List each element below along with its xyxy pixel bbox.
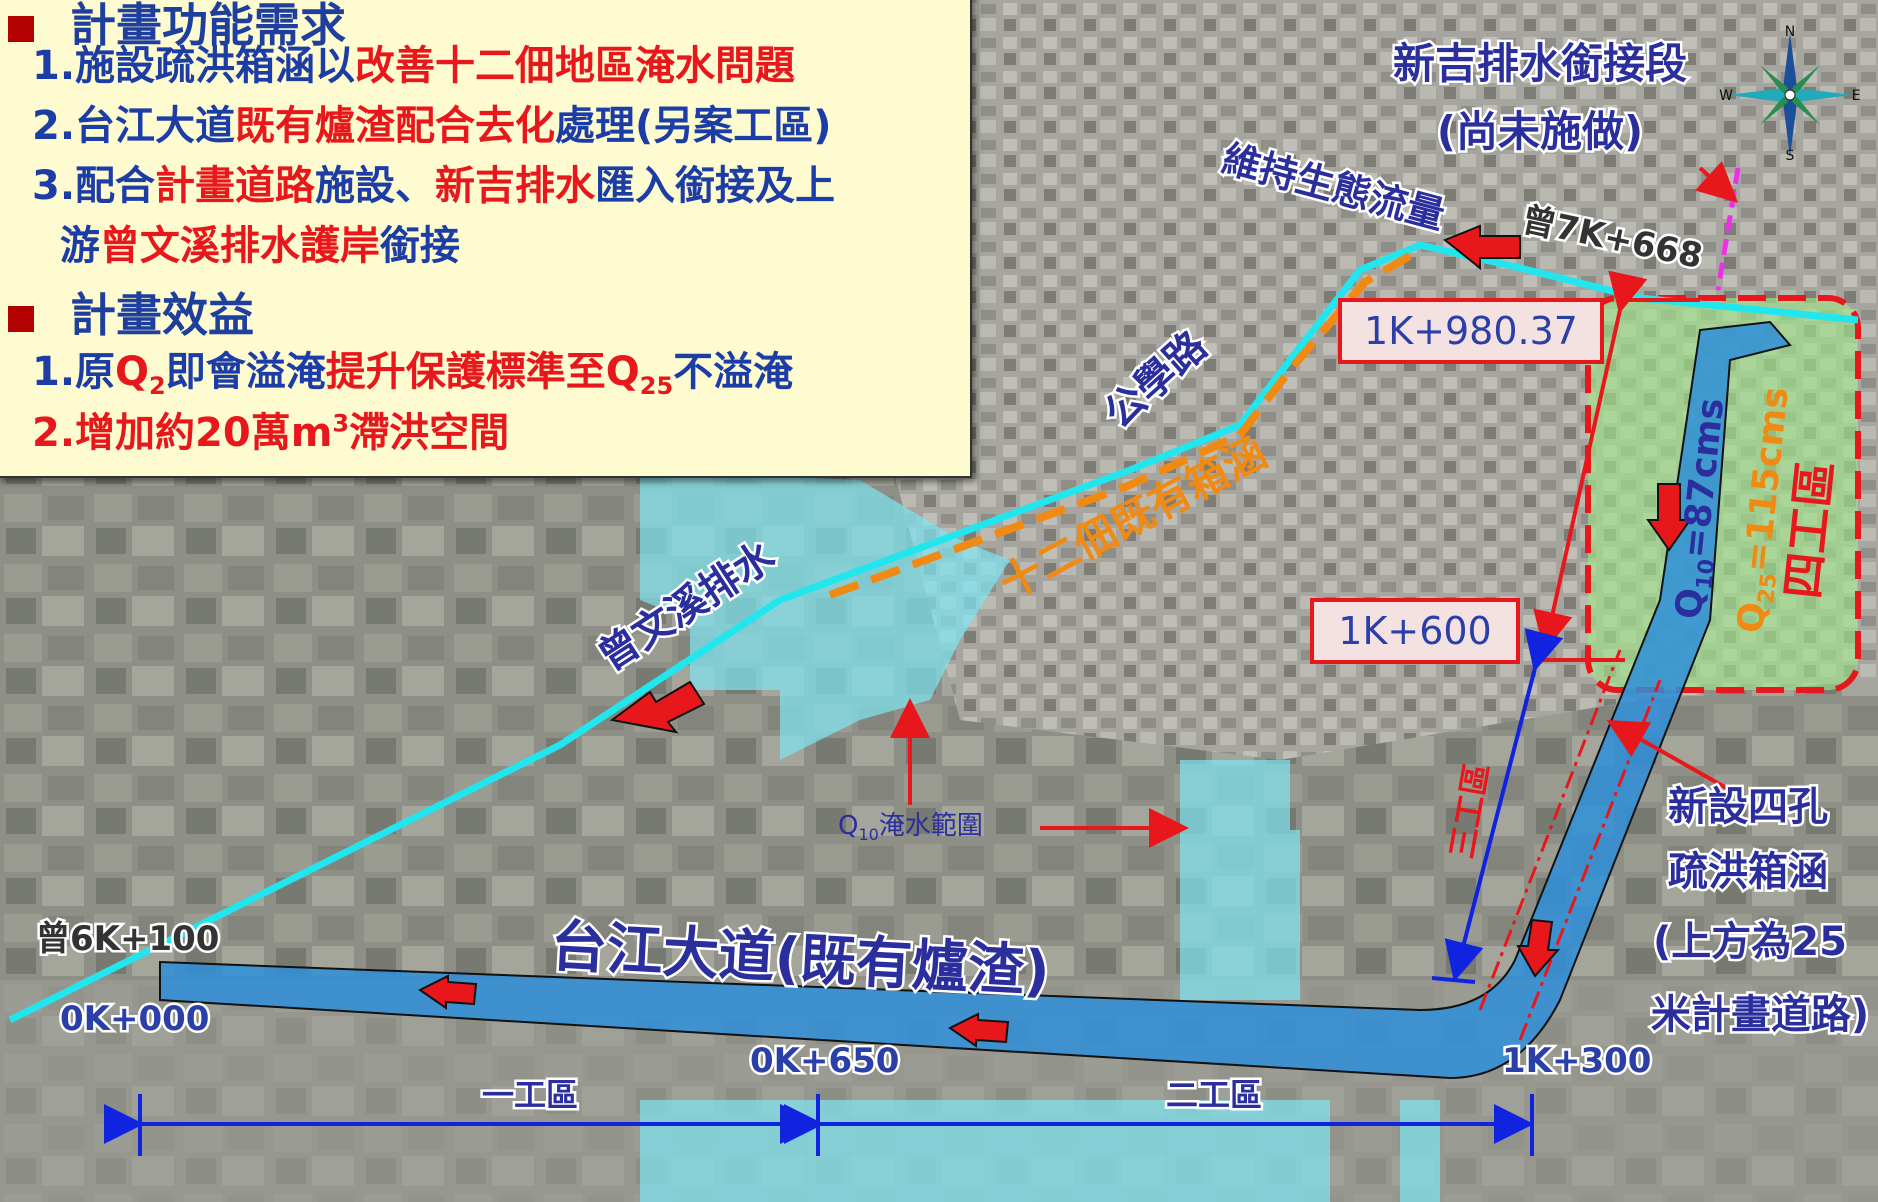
- need-segment: 施設、: [315, 163, 436, 209]
- label-1k980: 1K+980.37: [1364, 309, 1578, 353]
- culvert-outline: [1478, 649, 1622, 1011]
- label-zeng6k: 曾6K+100: [36, 919, 219, 959]
- need-segment: 匯入銜接及上: [595, 163, 836, 209]
- heading-bullet-icon: [8, 15, 34, 42]
- need-segment: 銜接: [379, 223, 460, 269]
- info-panel: 計畫功能需求 1.施設疏洪箱涵以改善十二佃地區淹水問題 2.台江大道既有爐渣配合…: [0, 0, 972, 478]
- compass-n: N: [1785, 24, 1795, 40]
- label-new-culvert-2: 疏洪箱涵: [1668, 849, 1828, 895]
- dimension-lines: [104, 628, 1564, 1156]
- compass-rose-icon: [1728, 33, 1852, 157]
- label-k0: 0K+000: [60, 999, 209, 1039]
- heading-needs-text: 計畫功能需求: [70, 0, 346, 52]
- compass-w: W: [1719, 88, 1733, 104]
- label-k650: 0K+650: [750, 1041, 899, 1081]
- heading-needs: 計畫功能需求: [8, 2, 346, 48]
- need-segment: 2.台江大道: [32, 103, 236, 149]
- station-box-1k600: [1310, 598, 1520, 664]
- label-1k600: 1K+600: [1338, 609, 1491, 653]
- need-segment: 處理(另案工區): [555, 103, 832, 149]
- need-segment: 3.配合: [32, 163, 156, 209]
- label-new-culvert-4: 米計畫道路): [1651, 992, 1869, 1038]
- need-segment: 既有爐渣配合去化: [235, 103, 556, 149]
- compass-e: E: [1852, 88, 1861, 104]
- station-box-1k980: [1338, 298, 1604, 364]
- benefit-line-1: 1.原Q2即會溢淹提升保護標準至Q25不溢淹: [32, 349, 794, 400]
- need-segment: 新吉排水: [435, 163, 596, 209]
- label-xinji: 新吉排水銜接段: [1393, 39, 1687, 88]
- need-segment: 游: [32, 223, 100, 269]
- benefit-line-2: 2.增加約20萬m3滯洪空間: [32, 410, 510, 457]
- need-line-3: 3.配合計畫道路施設、新吉排水匯入銜接及上: [32, 166, 835, 206]
- need-segment: 1.施設疏洪箱涵以: [32, 43, 356, 89]
- need-line-1: 1.施設疏洪箱涵以改善十二佃地區淹水問題: [32, 46, 795, 86]
- xinji-connection-line: [1715, 167, 1741, 291]
- new-culvert-channel: [159, 320, 1792, 1080]
- heading-benefits-text: 計畫效益: [70, 288, 254, 342]
- need-segment: 曾文溪排水護岸: [99, 223, 380, 269]
- need-line-4: 游曾文溪排水護岸銜接: [32, 226, 460, 266]
- compass-s: S: [1786, 148, 1795, 164]
- label-zone2: 二工區: [1166, 1076, 1262, 1114]
- heading-benefits: 計畫效益: [8, 292, 254, 338]
- need-line-2: 2.台江大道既有爐渣配合去化處理(另案工區): [32, 106, 832, 146]
- label-zone1: 一工區: [482, 1076, 578, 1114]
- need-segment: 改善十二佃地區淹水問題: [355, 43, 796, 89]
- need-segment: 計畫道路: [155, 163, 316, 209]
- label-k1300: 1K+300: [1502, 1041, 1651, 1081]
- label-new-culvert-1: 新設四孔: [1668, 784, 1828, 830]
- label-not-built: (尚未施做): [1437, 107, 1643, 156]
- label-q10-flood: Q10淹水範圍: [838, 811, 983, 844]
- shierdian-existing-culvert: [828, 246, 1423, 599]
- label-new-culvert-3: (上方為25: [1653, 919, 1847, 965]
- heading-bullet-icon: [8, 305, 34, 332]
